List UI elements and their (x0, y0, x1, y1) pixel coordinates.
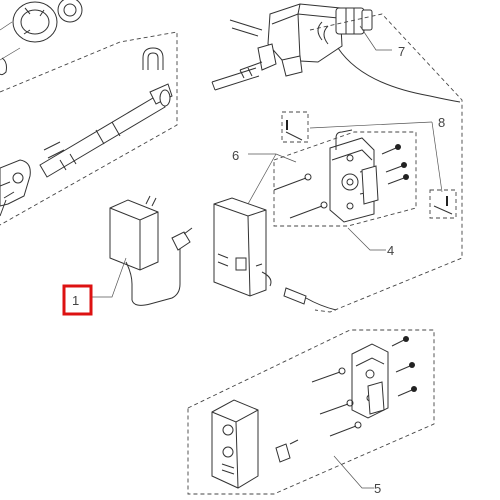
upper-left-frame (0, 31, 178, 226)
callout-1-label: 1 (72, 293, 79, 308)
lower-frame (187, 329, 435, 495)
box-cable-part (261, 271, 337, 311)
callout-4-label: 4 (387, 243, 394, 258)
handle-part (0, 159, 31, 217)
control-box-part (213, 197, 267, 297)
callout-1-highlight (62, 284, 93, 316)
ac-adapter-part (109, 195, 193, 306)
bracket-screws (273, 144, 409, 219)
bracket-sub-frame (273, 131, 417, 227)
spindle-shaft-part (39, 83, 173, 178)
valve-wire (337, 47, 461, 103)
rod-pins-part (211, 67, 260, 91)
callout-5-label: 5 (374, 481, 381, 496)
valve-solenoid-part (229, 3, 373, 77)
ring-washer-part (0, 0, 83, 76)
mounting-bracket-part (329, 129, 379, 223)
leader-lines (92, 25, 443, 489)
cover-plate-part (211, 399, 259, 489)
plate-screws (311, 336, 417, 437)
callout-6-label: 6 (232, 148, 239, 163)
callout-8-label: 8 (438, 115, 445, 130)
small-clip-part (275, 439, 299, 463)
callout-7-label: 7 (398, 44, 405, 59)
wall-plate-bracket-part (351, 343, 389, 419)
u-clip-part (142, 47, 164, 70)
small-pin-parts (281, 111, 457, 219)
